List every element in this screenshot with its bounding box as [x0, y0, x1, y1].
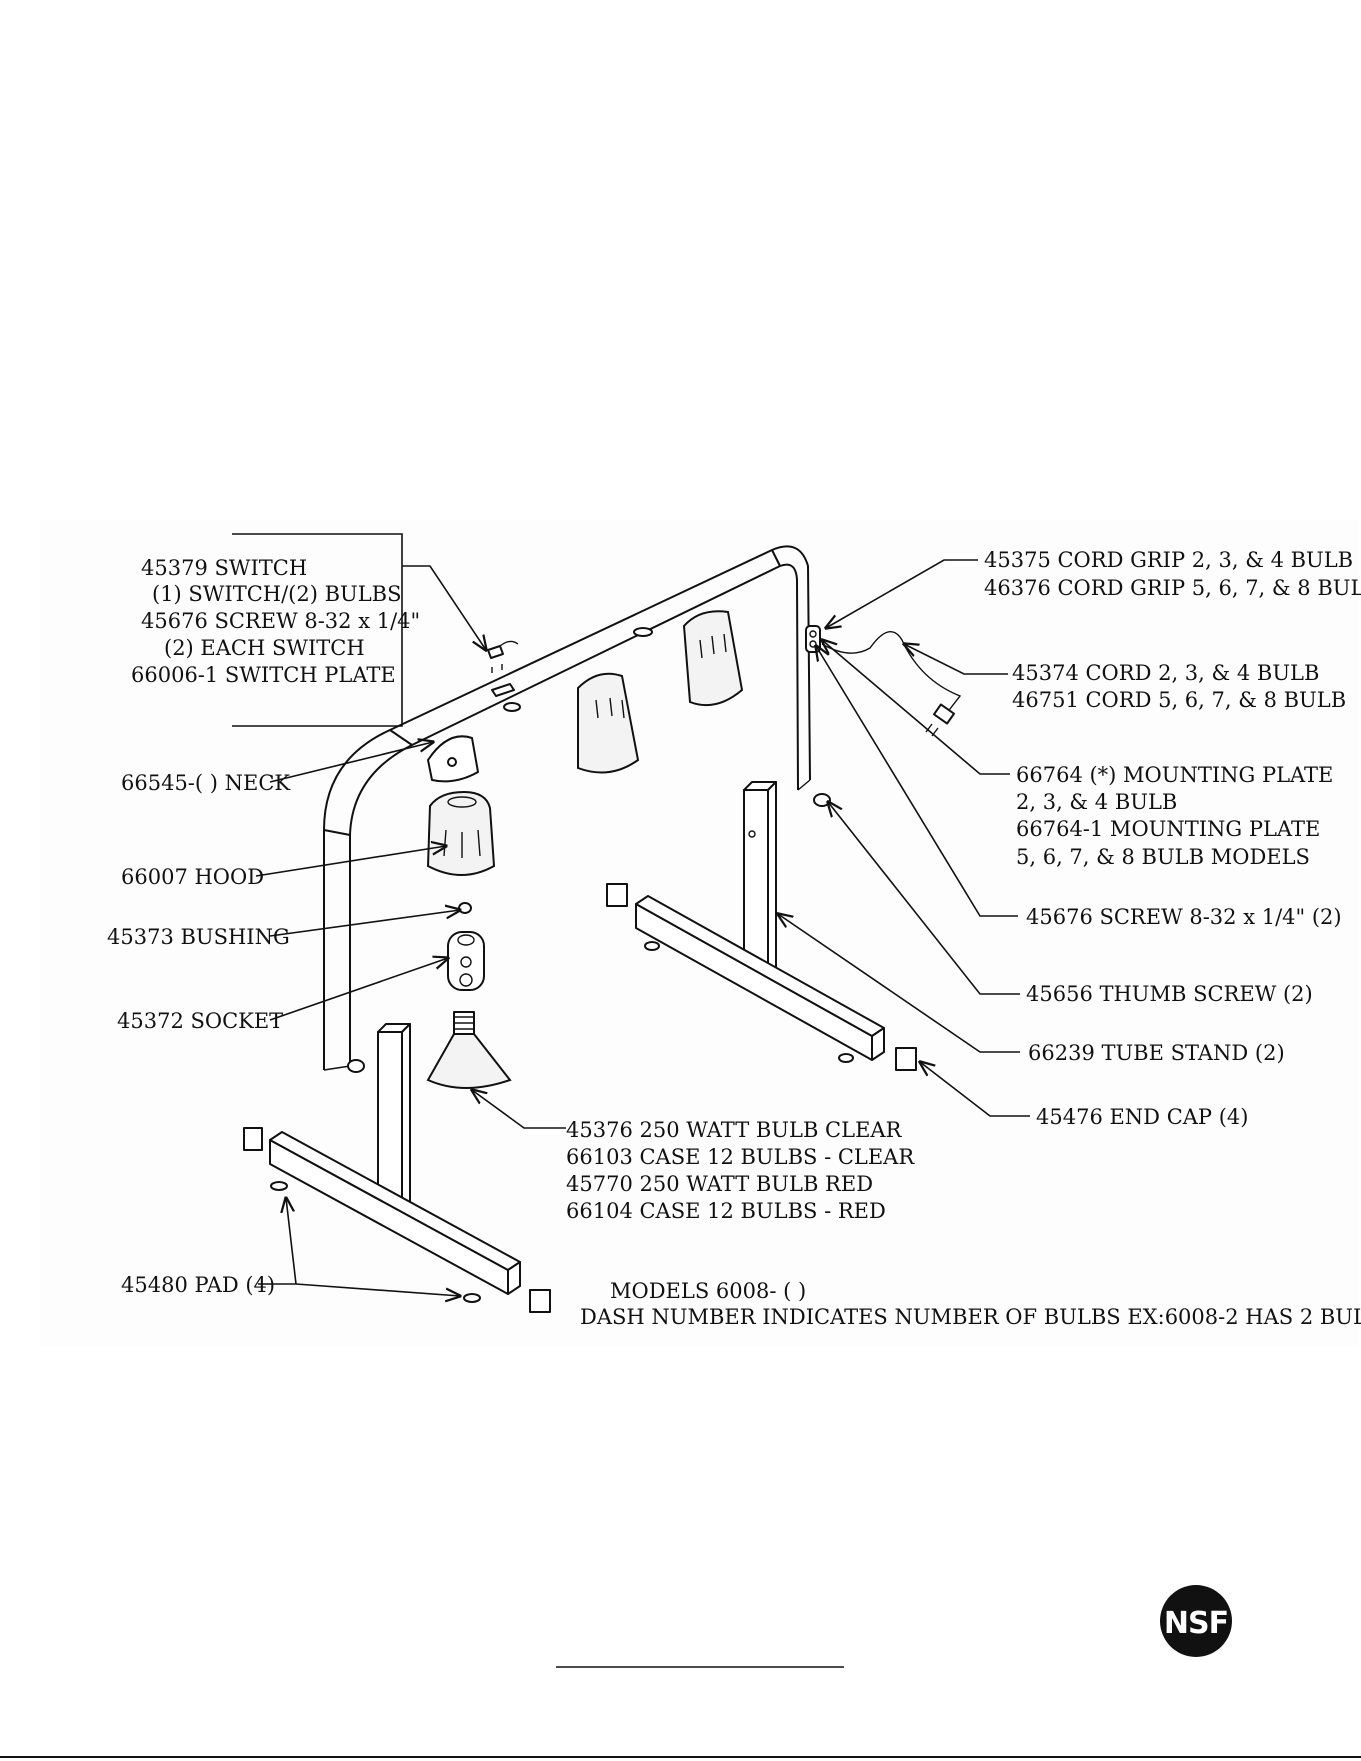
label-mounting-plate-3: 66764-1 MOUNTING PLATE: [1016, 817, 1320, 841]
label-switch-bulbs: (1) SWITCH/(2) BULBS: [152, 582, 401, 606]
bushing-part: [458, 902, 472, 914]
svg-text:NSF: NSF: [1164, 1606, 1228, 1641]
thumb-screw-rear: [813, 793, 831, 807]
label-mounting-plate-1: 66764 (*) MOUNTING PLATE: [1016, 763, 1333, 787]
thumb-screw-front: [347, 1059, 365, 1073]
end-cap-rear-right: [895, 1047, 917, 1071]
label-cord-1: 45374 CORD 2, 3, & 4 BULB: [1012, 661, 1319, 685]
label-cord-2: 46751 CORD 5, 6, 7, & 8 BULB: [1012, 688, 1346, 712]
hood-exploded: [426, 790, 496, 876]
label-mounting-plate-4: 5, 6, 7, & 8 BULB MODELS: [1016, 845, 1310, 869]
switch-label-box: [232, 533, 403, 727]
label-bulb-red: 45770 250 WATT BULB RED: [566, 1172, 873, 1196]
label-hood: 66007 HOOD: [121, 865, 264, 889]
label-case-red: 66104 CASE 12 BULBS - RED: [566, 1199, 886, 1223]
cord-part: [821, 631, 962, 737]
end-cap-front-right: [529, 1289, 551, 1313]
label-bushing: 45373 BUSHING: [107, 925, 290, 949]
switch-part: [487, 640, 519, 697]
label-screw: 45676 SCREW 8-32 x 1/4" (2): [1026, 905, 1342, 929]
label-cord-grip-2: 46376 CORD GRIP 5, 6, 7, & 8 BULB: [984, 576, 1361, 600]
label-neck: 66545-( ) NECK: [121, 771, 290, 795]
label-end-cap: 45476 END CAP (4): [1036, 1105, 1248, 1129]
front-stand: [269, 1023, 521, 1303]
end-cap-front-left: [243, 1127, 263, 1151]
hood-middle: [577, 672, 640, 774]
label-tube-stand: 66239 TUBE STAND (2): [1028, 1041, 1285, 1065]
label-thumb-screw: 45656 THUMB SCREW (2): [1026, 982, 1313, 1006]
label-bulb-clear: 45376 250 WATT BULB CLEAR: [566, 1118, 903, 1142]
label-mounting-plate-2: 2, 3, & 4 BULB: [1016, 790, 1177, 814]
nsf-logo: NSF: [1160, 1585, 1232, 1657]
socket-part: [447, 931, 485, 991]
label-models: MODELS 6008- ( ): [610, 1279, 806, 1303]
label-switch: 45379 SWITCH: [141, 556, 307, 580]
label-socket: 45372 SOCKET: [117, 1009, 283, 1033]
label-dash-number: DASH NUMBER INDICATES NUMBER OF BULBS EX…: [580, 1305, 1361, 1329]
label-each-switch: (2) EACH SWITCH: [164, 636, 365, 660]
label-case-clear: 66103 CASE 12 BULBS - CLEAR: [566, 1145, 915, 1169]
hood-rear: [682, 610, 744, 706]
label-switch-screw: 45676 SCREW 8-32 x 1/4": [141, 609, 420, 633]
label-cord-grip-1: 45375 CORD GRIP 2, 3, & 4 BULB: [984, 548, 1353, 572]
label-switch-plate: 66006-1 SWITCH PLATE: [131, 663, 396, 687]
rear-stand: [635, 781, 885, 1063]
end-cap-rear-left: [606, 883, 628, 907]
label-pad: 45480 PAD (4): [121, 1273, 275, 1297]
